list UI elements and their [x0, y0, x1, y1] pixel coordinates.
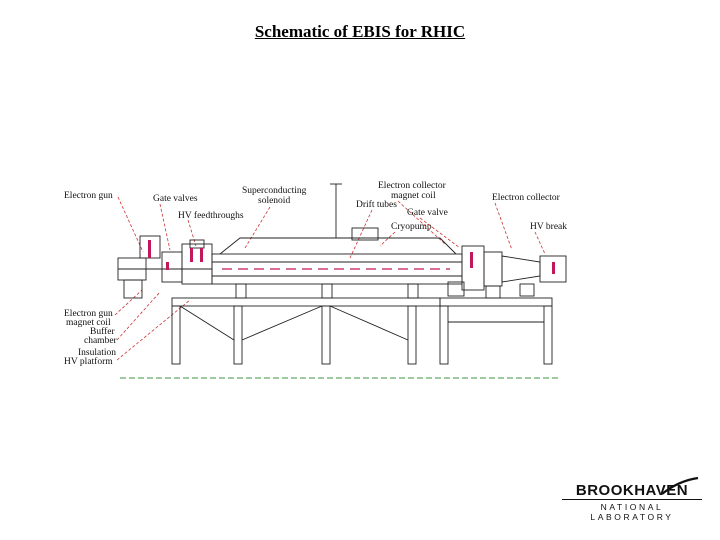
logo-subtitle: NATIONAL LABORATORY	[562, 499, 702, 522]
label-hv-feedthroughs: HV feedthroughs	[178, 210, 244, 221]
label-drift-tubes: Drift tubes	[356, 199, 397, 210]
label-gun-coil-2: magnet coil	[66, 318, 111, 328]
label-cryopump: Cryopump	[391, 222, 432, 232]
collector-assembly	[447, 245, 567, 299]
label-collector-coil-1: Electron collector	[378, 181, 447, 191]
label-hv-break: HV break	[530, 222, 567, 232]
label-sc-solenoid-2: solenoid	[258, 196, 290, 206]
logo-swoosh-icon	[661, 476, 699, 495]
collector-accent-marks	[470, 252, 555, 274]
label-insulation-2: HV platform	[64, 356, 113, 367]
gun-accent-marks	[148, 240, 203, 270]
logo-name: BROOKHAVEN	[575, 482, 689, 499]
label-gate-valves: Gate valves	[153, 194, 198, 204]
electron-gun-assembly	[117, 235, 213, 299]
leader-lines	[114, 196, 546, 361]
label-sc-solenoid-1: Superconducting	[242, 186, 307, 196]
label-buffer-2: chamber	[84, 336, 118, 346]
support-posts	[235, 283, 419, 299]
label-buffer-1: Buffer	[90, 326, 115, 337]
brookhaven-logo: BROOKHAVEN NATIONAL LABORATORY	[562, 483, 702, 522]
label-gun-coil-1: Electron gun	[64, 309, 113, 319]
label-electron-collector: Electron collector	[492, 193, 561, 203]
page-title: Schematic of EBIS for RHIC	[254, 22, 466, 41]
solenoid-body	[211, 183, 463, 285]
support-frame	[171, 297, 553, 365]
label-gate-valve: Gate valve	[407, 208, 448, 218]
label-electron-gun: Electron gun	[64, 191, 113, 201]
label-insulation-1: Insulation	[78, 348, 116, 358]
label-collector-coil-2: magnet coil	[391, 191, 436, 201]
